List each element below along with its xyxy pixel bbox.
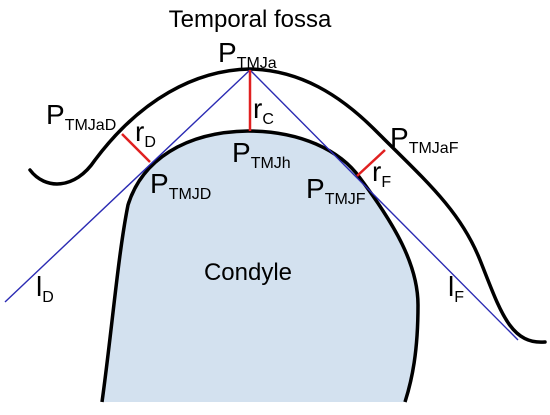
label-p-tmjad: PTMJaD	[46, 99, 116, 134]
label-p-tmjaf: PTMJaF	[390, 122, 459, 157]
tangent-line-d	[4, 69, 251, 303]
label-l-f: lF	[448, 271, 464, 306]
condyle-shape	[100, 129, 420, 403]
temporal-fossa-label: Temporal fossa	[169, 6, 332, 33]
label-p-tmjh: PTMJh	[232, 137, 291, 172]
tangent-line-f	[249, 69, 519, 341]
label-p-tmjf: PTMJF	[306, 173, 366, 208]
label-p-tmjd: PTMJD	[150, 168, 211, 203]
distance-line-rd	[121, 133, 151, 163]
condyle-label: Condyle	[204, 259, 292, 286]
temporal-fossa-curve	[28, 67, 547, 344]
label-p-tmja: PTMJa	[218, 37, 277, 72]
label-r-f: rF	[372, 156, 391, 191]
distance-line-rf	[356, 149, 386, 177]
label-r-d: rD	[135, 116, 156, 151]
label-l-d: lD	[36, 271, 54, 306]
label-r-c: rC	[253, 93, 274, 128]
